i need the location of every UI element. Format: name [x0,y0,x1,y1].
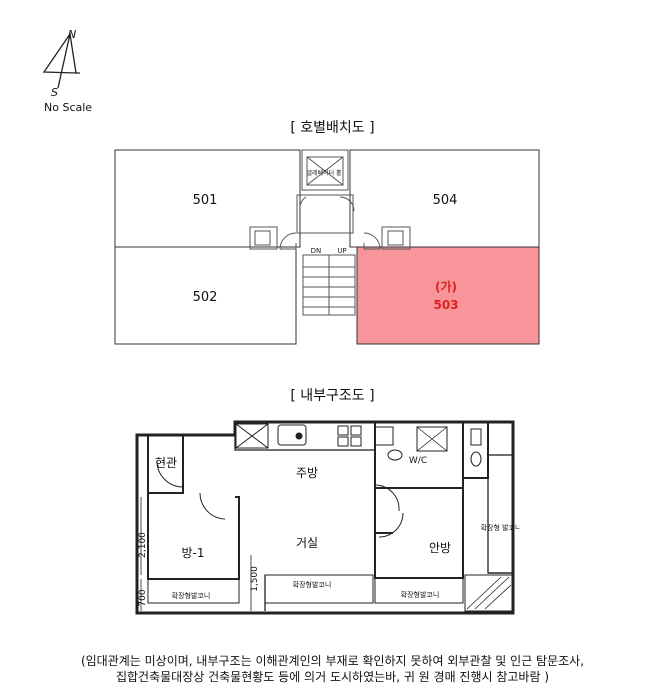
compass-north-label: N [68,28,77,41]
unit-504-label: 504 [433,193,458,208]
stair-up-label: UP [337,247,346,255]
note-line-1: (임대관계는 미상이며, 내부구조는 이해관계인의 부재로 확인하지 못하여 외… [80,654,585,668]
entrance-label: 현관 [155,456,177,470]
unit-502-label: 502 [193,290,218,305]
stair-down-label: DN [311,247,322,255]
living-balcony-label: 확장형발코니 [293,580,332,589]
compass-icon [42,32,80,89]
interior-floor-plan: 현관 주방 거실 방-1 안방 W/C 확장형발코니 확장형발코니 확장형발코니… [135,420,520,615]
unit-plan-title: [ 호별배치도 ] [290,120,375,136]
unit-503-block [356,246,540,345]
room-1-dimension: 2,100 [138,532,148,558]
bathroom-label: W/C [409,456,427,466]
master-balcony-label: 확장형발코니 [401,590,440,599]
living-room-label: 거실 [296,536,318,550]
unit-503-label: 503 [433,298,458,312]
unit-503-marker: (가) [435,279,457,294]
living-dimension: 1,500 [250,566,260,592]
kitchen-label: 주방 [296,466,318,480]
balcony-dimension: 700 [138,589,148,606]
side-balcony-label: 확장형 발코니 [481,523,520,532]
compass-south-label: S [51,86,58,99]
unit-502-block [114,246,297,345]
unit-layout-plan: 501 504 502 (가) 503 엘레베이터 홀 DN UP [114,149,540,345]
room-1-label: 방-1 [181,546,204,560]
room-balcony-label: 확장형발코니 [172,591,211,600]
unit-501-label: 501 [193,193,218,208]
note-line-2: 집합건축물대장상 건축물현황도 등에 의거 도시하였는바, 귀 원 경매 진행시… [115,670,550,684]
master-bedroom-label: 안방 [429,541,451,555]
interior-plan-title: [ 내부구조도 ] [290,388,375,404]
scale-note: No Scale [44,101,93,114]
stair-core [249,149,411,316]
elevator-hall-label: 엘레베이터 홀 [306,169,342,177]
